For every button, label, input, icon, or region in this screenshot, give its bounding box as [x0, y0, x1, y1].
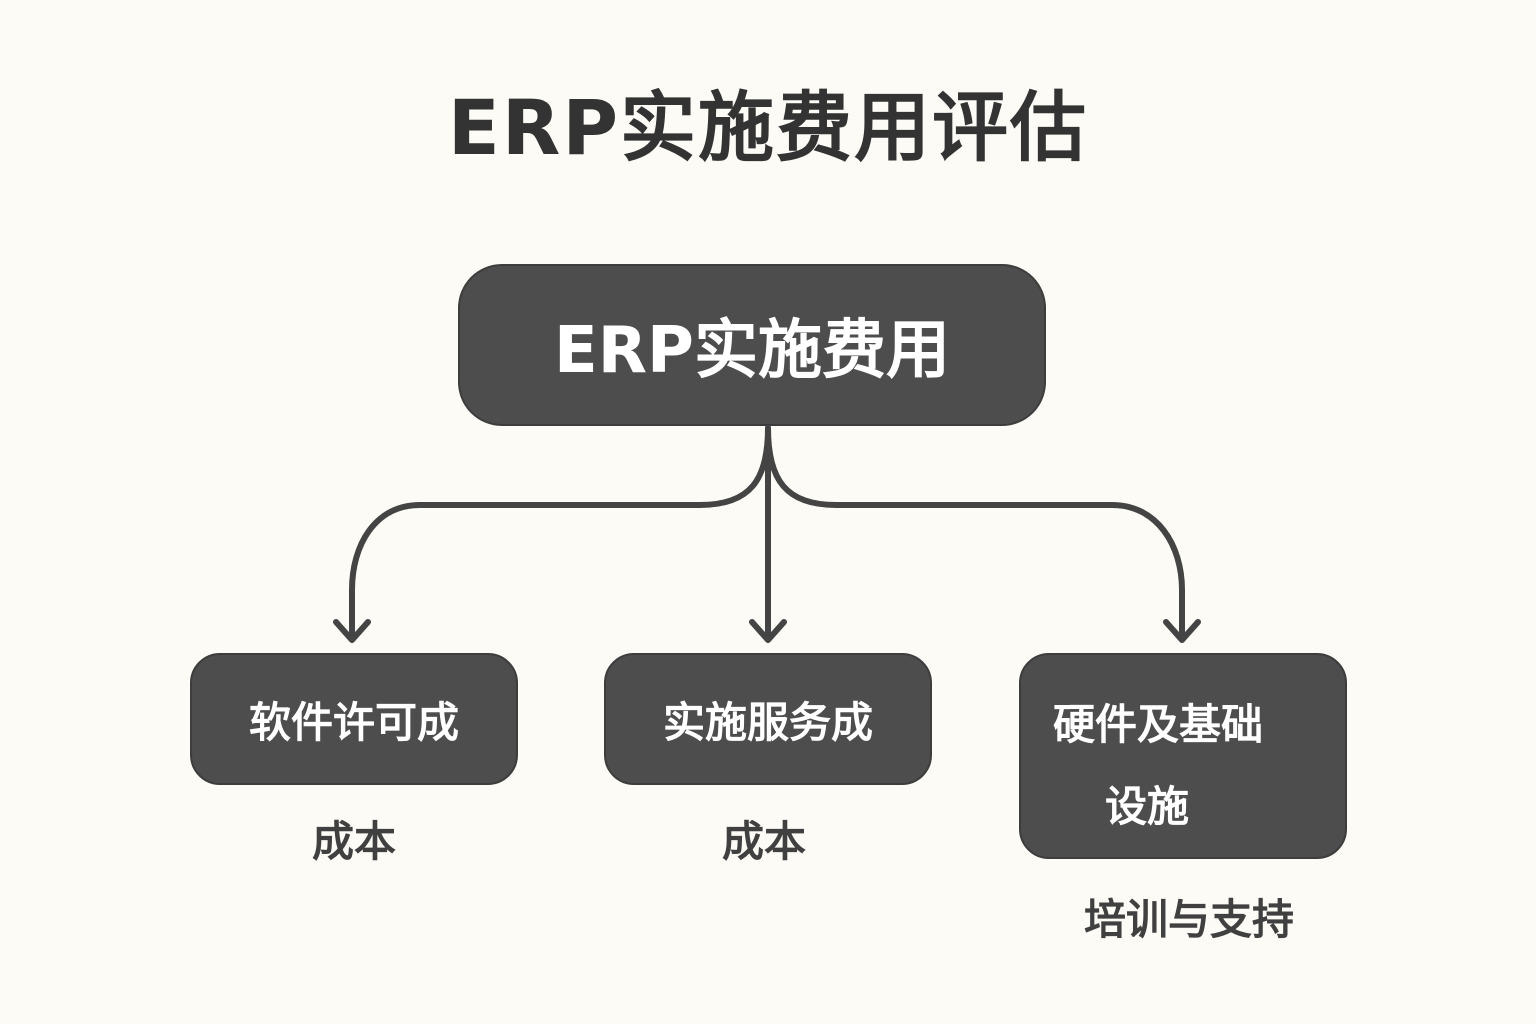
root-node-label: ERP实施费用 [554, 314, 950, 388]
arrowhead-services-icon [749, 619, 787, 643]
arrowhead-software-icon [333, 619, 371, 643]
node-caption: 成本 [721, 817, 806, 866]
node-implementation-services: 实施服务成 [604, 653, 932, 785]
node-software-license: 软件许可成 [190, 653, 518, 785]
node-label-line-1: 硬件及基础 [1053, 700, 1264, 749]
node-label: 实施服务成 [662, 697, 873, 747]
edge-root-to-software [349, 425, 771, 641]
diagram-title: ERP实施费用评估 [447, 83, 1089, 172]
node-label-line-2: 设施 [1105, 782, 1190, 831]
node-label: 软件许可成 [248, 697, 459, 747]
node-caption: 成本 [311, 817, 396, 866]
arrowhead-hardware-icon [1163, 619, 1201, 643]
node-hardware-infrastructure: 硬件及基础 设施 [1019, 653, 1347, 859]
node-caption: 培训与支持 [1083, 895, 1294, 944]
root-node: ERP实施费用 [458, 264, 1046, 426]
edge-root-to-hardware [765, 425, 1185, 641]
